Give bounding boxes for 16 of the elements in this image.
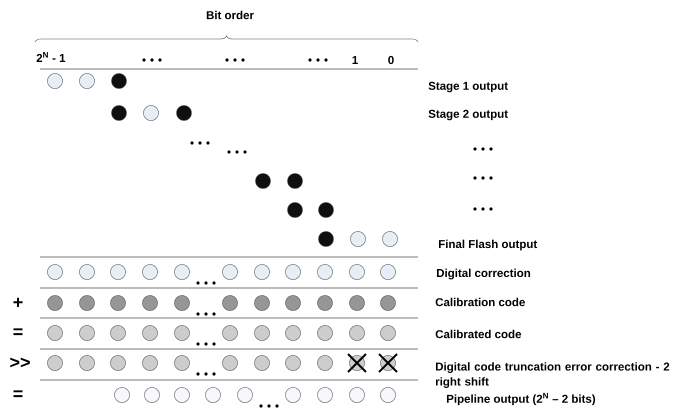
label-text: + [14, 298, 23, 307]
label-text: Bit order [206, 10, 254, 20]
label-text: = [14, 390, 23, 398]
label-text: 0 [388, 56, 394, 64]
label-text: = [14, 328, 23, 336]
label-text: Digital code truncation error correction - 2 right shift [436, 362, 670, 388]
label-text: 2$^{N}$ - 1 [36, 52, 66, 62]
label-text: Final Flash output [438, 240, 538, 250]
label-text: Digital correction [436, 268, 530, 280]
label-text: Stage 1 output [428, 82, 508, 92]
label-text: Calibrated code [436, 330, 522, 338]
label-text: Stage 2 output [428, 110, 508, 120]
label-text: 1 [352, 56, 358, 64]
label-text: Calibration code [436, 298, 525, 306]
label-text: >> [10, 358, 30, 368]
label-text: Pipeline output (2$^{N}$ – 2 bits) [446, 392, 596, 406]
